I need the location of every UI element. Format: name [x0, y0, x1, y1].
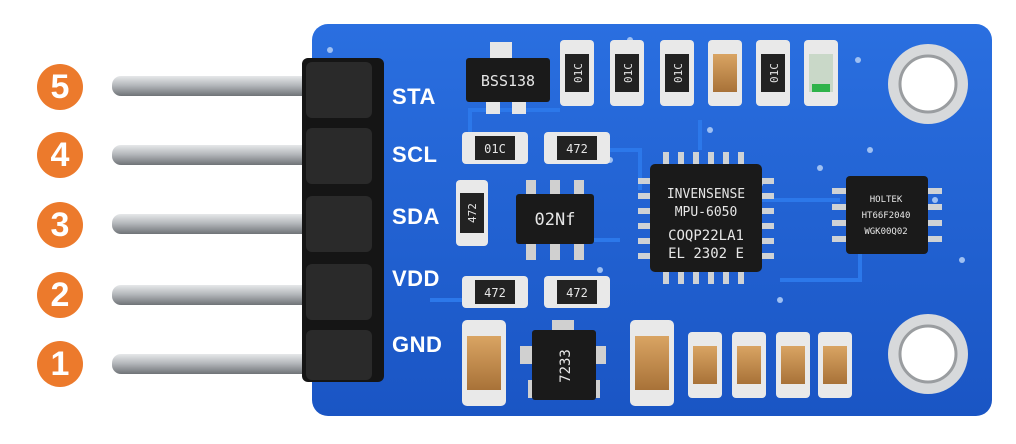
capacitor-bottom-middle	[630, 320, 674, 406]
silk-label-gnd: GND	[392, 332, 443, 357]
mounting-hole-top	[888, 44, 968, 124]
resistor-1-label: 01C	[572, 63, 585, 83]
silk-label-sda: SDA	[392, 204, 440, 229]
sot6-label: 02Nf	[535, 210, 576, 230]
pin-header-plastic	[302, 58, 384, 382]
resistor-8-label: 472	[484, 286, 506, 300]
pin-number-badge-3: 3	[37, 202, 83, 248]
silk-label-vdd: VDD	[392, 266, 440, 291]
silk-label-sta: STA	[392, 84, 436, 109]
bss138-transistor	[466, 42, 550, 114]
resistor-6-label: 472	[566, 142, 588, 156]
silk-label-scl: SCL	[392, 142, 438, 167]
holtek-chip	[832, 176, 942, 254]
regulator-chip	[520, 320, 606, 400]
pin-number-badge-5: 5	[37, 64, 83, 110]
mpu-line4: EL 2302 E	[668, 246, 744, 262]
sot6-chip	[516, 180, 594, 260]
holtek-line3: WGK00Q02	[864, 227, 907, 237]
resistors-middle	[456, 132, 610, 308]
pin-number-badge-1: 1	[37, 341, 83, 387]
resistor-2-label: 01C	[622, 63, 635, 83]
pin-number-badge-2: 2	[37, 272, 83, 318]
resistor-4-label: 01C	[768, 63, 781, 83]
mounting-hole-bottom	[888, 314, 968, 394]
resistor-9-label: 472	[566, 286, 588, 300]
resistor-row-top	[560, 40, 838, 106]
holtek-line1: HOLTEK	[870, 195, 903, 205]
resistor-5-label: 01C	[484, 142, 506, 156]
mpu-line3: COQP22LA1	[668, 228, 744, 244]
capacitor-row-bottom	[688, 332, 852, 398]
mpu6050-chip	[638, 152, 774, 284]
resistor-3-label: 01C	[672, 63, 685, 83]
bss138-label: BSS138	[481, 72, 535, 90]
mpu-line2: MPU-6050	[675, 205, 738, 220]
capacitor-bottom-left	[462, 320, 506, 406]
resistor-7-label: 472	[466, 203, 479, 223]
regulator-label: 7233	[558, 349, 574, 383]
pin-number-badge-4: 4	[37, 132, 83, 178]
mpu-line1: INVENSENSE	[667, 187, 745, 202]
holtek-line2: HT66F2040	[862, 211, 911, 221]
